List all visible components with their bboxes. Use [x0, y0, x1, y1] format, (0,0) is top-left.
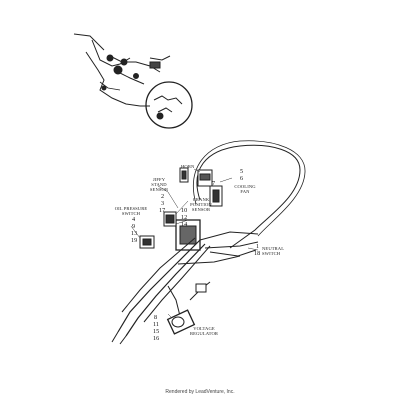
label-line: CRANK — [192, 197, 210, 202]
callout-number: 5 — [240, 168, 244, 175]
label-line: OIL PRESSURE — [114, 206, 148, 211]
label-crank-position-sensor: CRANK POSITION SENSOR — [186, 197, 216, 212]
callout-number: 8 — [154, 314, 158, 321]
label-line: FAN — [240, 189, 250, 194]
callout-number: 18 — [254, 250, 261, 257]
footer-credit: Rendered by LeadVenture, Inc. — [165, 389, 235, 395]
label-oil-pressure-switch: OIL PRESSURE SWITCH — [112, 206, 150, 216]
label-line: POSITION — [190, 202, 212, 207]
callout-number: 10 — [181, 207, 188, 214]
callout-number: 3 — [161, 200, 165, 207]
callout-number: 9 — [132, 223, 136, 230]
label-line: COOLING — [234, 184, 256, 189]
callout-leaders — [130, 168, 259, 319]
label-line: STAND — [151, 182, 167, 187]
callout-number: 11 — [153, 321, 159, 328]
callout-number: 13 — [131, 230, 138, 237]
label-line: SENSOR — [191, 207, 211, 212]
callout-number: 12 — [181, 214, 188, 221]
label-horn: HORN — [181, 164, 195, 169]
label-line: JIFFY — [152, 177, 166, 182]
label-neutral-switch: NEUTRAL SWITCH — [262, 246, 284, 256]
label-jiffy-stand-sensor: JIFFY STAND SENSOR — [146, 177, 172, 192]
callout-number: 7 — [212, 180, 216, 187]
label-line: SWITCH — [121, 211, 141, 216]
callout-number: 6 — [240, 175, 244, 182]
label-line: SWITCH — [262, 251, 281, 256]
label-voltage-regulator: VOLTAGE REGULATOR — [186, 326, 222, 336]
callout-number: 17 — [159, 207, 166, 214]
callout-number: 2 — [161, 193, 165, 200]
callout-number: 19 — [131, 237, 138, 244]
callout-number: 14 — [181, 221, 188, 228]
label-line: SENSOR — [149, 187, 169, 192]
label-cooling-fan: COOLING FAN — [232, 184, 258, 194]
label-line: VOLTAGE — [193, 326, 215, 331]
locator-harness-overview — [73, 33, 193, 129]
callout-number: 16 — [153, 335, 160, 342]
label-line: NEUTRAL — [262, 246, 285, 251]
callout-number: 4 — [132, 216, 136, 223]
callout-number: 1 — [256, 243, 260, 250]
callout-number: 15 — [153, 328, 160, 335]
label-line: REGULATOR — [189, 331, 219, 336]
main-harness-assembly — [111, 140, 306, 345]
